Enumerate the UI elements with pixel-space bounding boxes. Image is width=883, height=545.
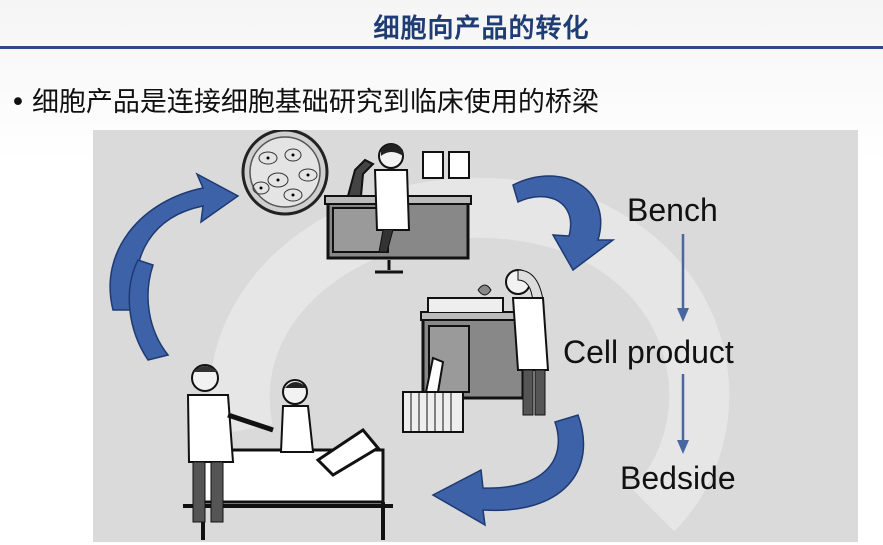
bullet-text: 细胞产品是连接细胞基础研究到临床使用的桥梁 bbox=[31, 87, 599, 118]
flow-label-bedside: Bedside bbox=[620, 460, 736, 496]
bullet-item: •细胞产品是连接细胞基础研究到临床使用的桥梁 bbox=[10, 80, 599, 119]
cell-culture-dish-icon bbox=[241, 130, 329, 216]
cycle-arrow-right-top bbox=[512, 175, 616, 272]
doctor-and-patient-bedside-icon bbox=[183, 364, 393, 540]
lab-scientist-icon bbox=[324, 143, 472, 274]
cycle-arrow-left bbox=[128, 259, 170, 361]
cycle-arrow-bottom bbox=[431, 414, 585, 527]
background-swirl bbox=[209, 177, 730, 532]
flow-arrow-down-2-icon bbox=[677, 374, 689, 454]
bullet-dot-icon: • bbox=[10, 87, 26, 118]
slide-title: 细胞向产品的转化 bbox=[373, 14, 590, 44]
researcher-with-lab-mouse-icon bbox=[402, 269, 550, 433]
title-divider bbox=[0, 46, 883, 49]
flow-label-cell-product: Cell product bbox=[563, 334, 734, 370]
research-cycle-arrows bbox=[109, 172, 616, 527]
illustration-svg bbox=[109, 130, 730, 540]
flow-arrow-down-1-icon bbox=[677, 234, 689, 322]
bench-to-bedside-illustration: Bench Cell product Bedside bbox=[93, 130, 858, 542]
flow-label-bench: Bench bbox=[627, 192, 718, 228]
